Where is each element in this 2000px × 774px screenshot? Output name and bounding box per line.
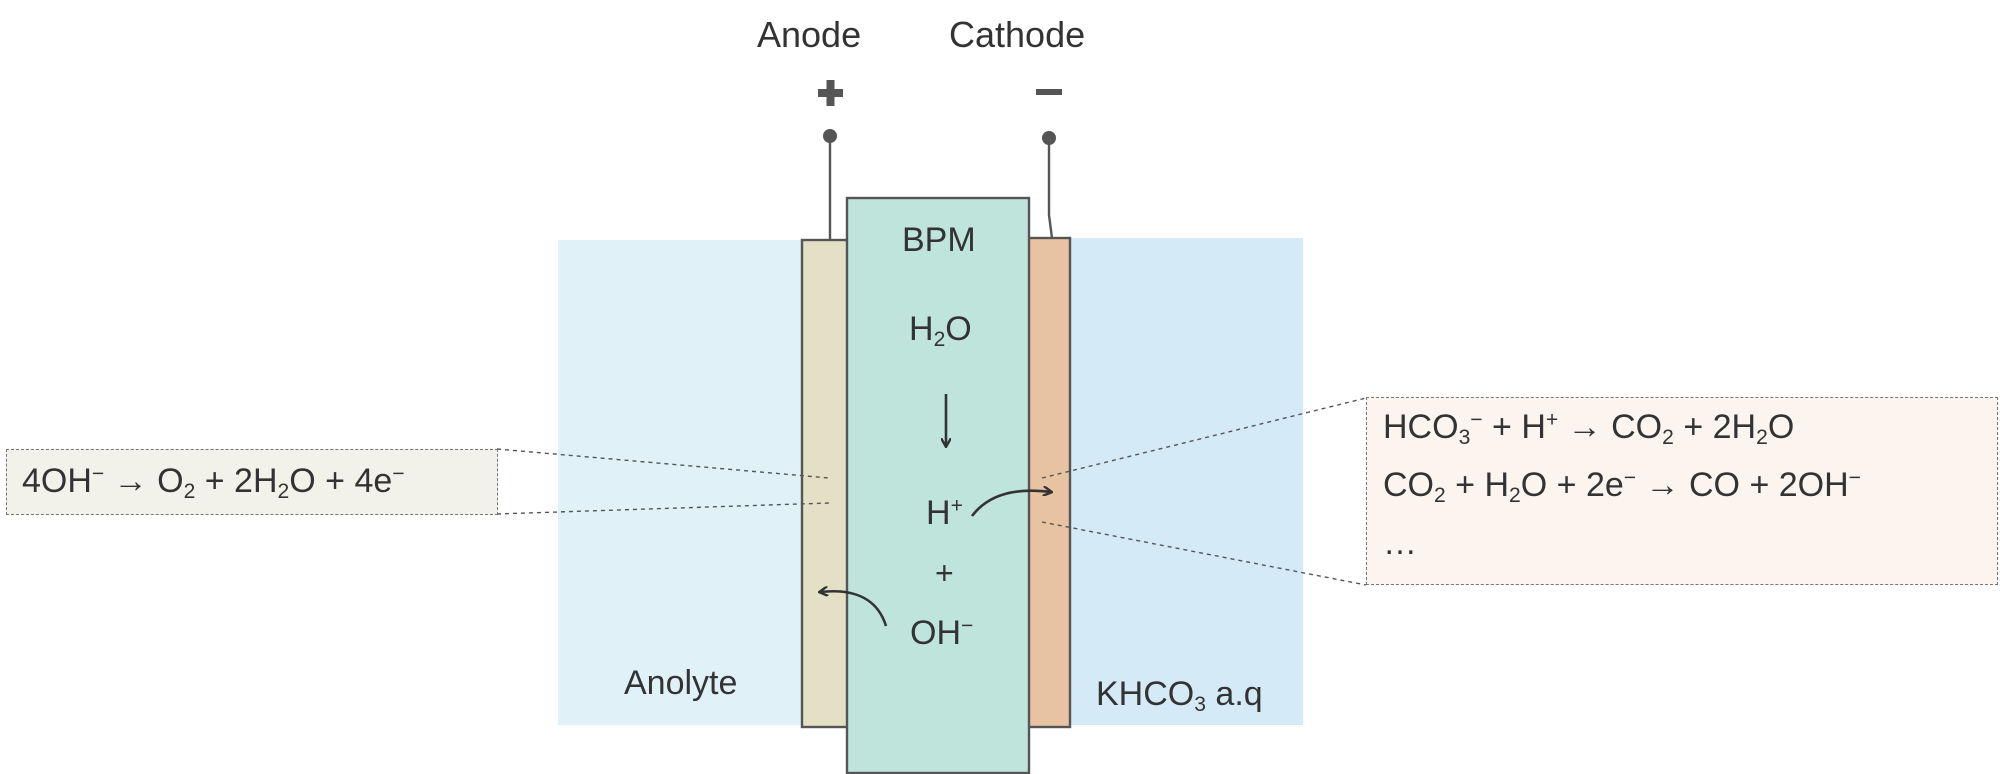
- anode-plate: [800, 238, 850, 729]
- anolyte-region: [558, 240, 803, 725]
- plus-sign-v: [826, 80, 835, 106]
- cathode-reaction-box: HCO3− + H+ → CO2 + 2H2O CO2 + H2O + 2e− …: [1366, 397, 1998, 585]
- catholyte-label: KHCO3 a.q: [1096, 675, 1263, 716]
- catholyte-region: [1068, 238, 1303, 725]
- anolyte-label: Anolyte: [624, 664, 738, 702]
- hydroxide-label: OH−: [910, 614, 974, 652]
- cathode-terminal: [1042, 131, 1056, 145]
- cathode-label: Cathode: [949, 14, 1086, 55]
- water-label: H2O: [909, 310, 972, 351]
- cathode-plate: [1026, 236, 1072, 729]
- cathode-wire: [1047, 138, 1054, 239]
- bpm-label: BPM: [902, 221, 976, 259]
- plus-label: +: [935, 555, 954, 591]
- minus-sign: [1036, 89, 1062, 95]
- anode-terminal: [823, 129, 837, 143]
- cathode-leader-bottom: [1041, 521, 1367, 586]
- anode-reaction-box: 4OH− → O2 + 2H2O + 4e−: [6, 449, 498, 515]
- proton-arrow: [970, 491, 1051, 517]
- bipolar-membrane: [845, 196, 1031, 774]
- cathode-reaction-1: HCO3− + H+ → CO2 + 2H2O: [1383, 408, 1795, 449]
- cathode-reaction-2: CO2 + H2O + 2e− → CO + 2OH−: [1383, 466, 1861, 507]
- hydroxide-arrow: [820, 591, 888, 627]
- proton-label: H+: [926, 494, 963, 532]
- anode-label: Anode: [757, 14, 862, 55]
- cathode-reaction-ellipsis: …: [1383, 524, 1417, 562]
- anode-reaction-equation: 4OH− → O2 + 2H2O + 4e−: [22, 462, 405, 503]
